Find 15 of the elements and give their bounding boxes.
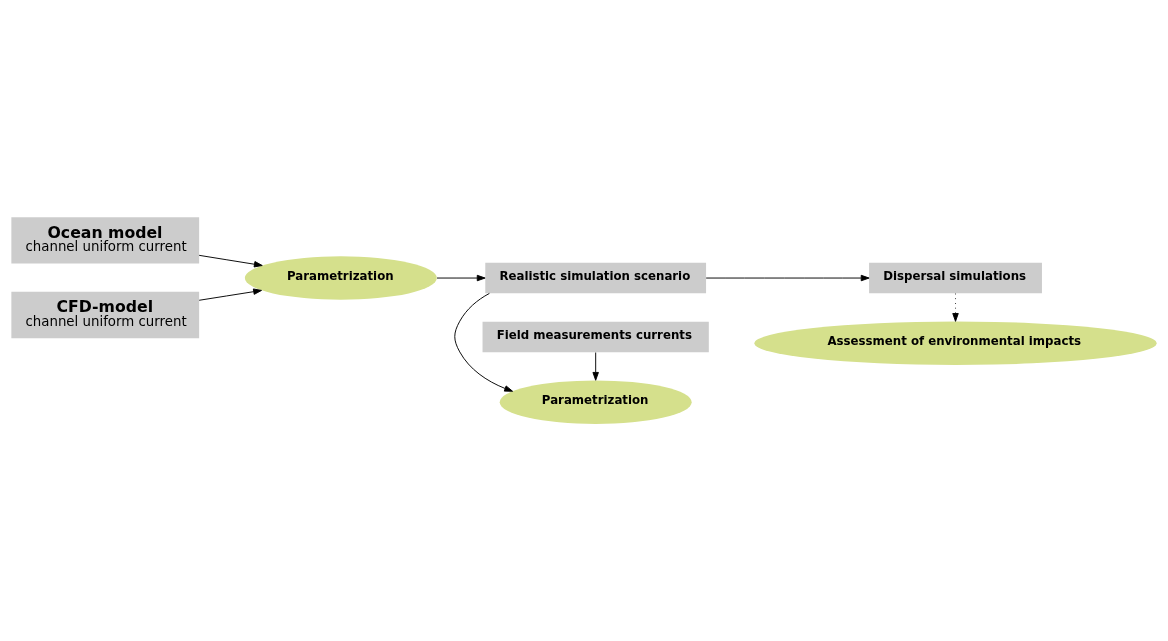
node-box: Dispersal simulations bbox=[869, 262, 1042, 294]
node-box: Ocean model channel uniform current bbox=[11, 217, 200, 264]
node-box: CFD-model channel uniform current bbox=[11, 291, 200, 339]
arrow bbox=[454, 292, 514, 392]
node-ellipse: Parametrization bbox=[499, 380, 692, 424]
node-ellipse: Assessment of environmental impacts bbox=[754, 321, 1157, 365]
arrow bbox=[952, 293, 959, 322]
arrow bbox=[198, 288, 262, 301]
node-ellipse: Parametrization bbox=[244, 256, 437, 300]
node-box: Realistic simulation scenario bbox=[485, 262, 707, 294]
arrow bbox=[705, 274, 870, 282]
arrow bbox=[198, 254, 263, 268]
node-box: Field measurements currents bbox=[482, 321, 709, 353]
arrow bbox=[436, 274, 486, 282]
arrow bbox=[592, 352, 599, 381]
